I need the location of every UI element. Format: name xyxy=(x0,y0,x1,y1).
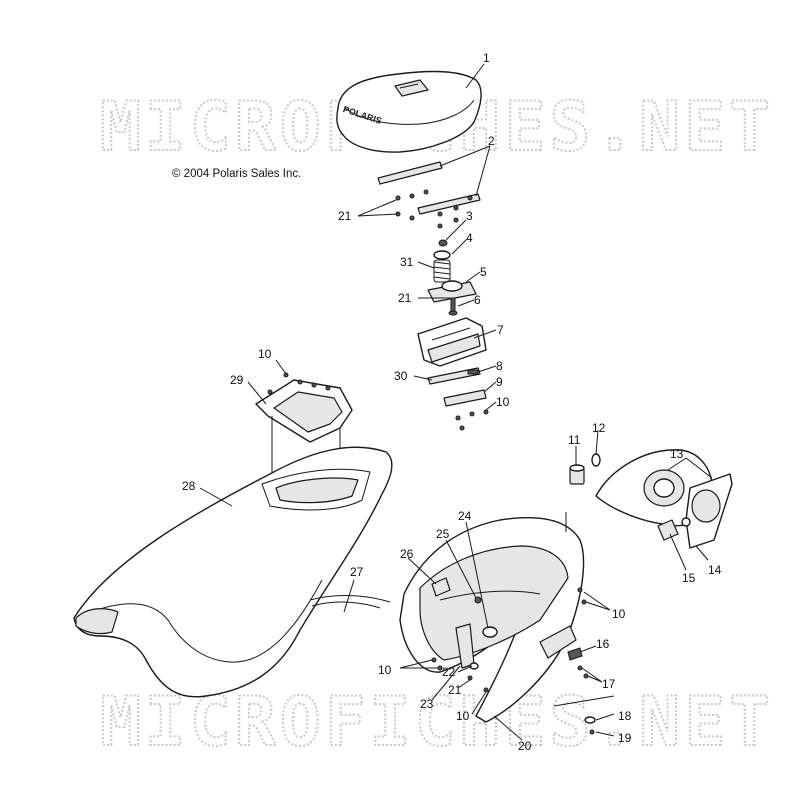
callout-15: 15 xyxy=(682,571,696,585)
callout-26: 26 xyxy=(400,547,414,561)
leader-lines xyxy=(199,63,713,741)
callout-10-e: 10 xyxy=(456,709,470,723)
part-2-brackets xyxy=(377,161,481,215)
callout-17: 17 xyxy=(602,677,616,691)
callout-29: 29 xyxy=(230,373,244,387)
part-17-screws xyxy=(577,665,589,679)
callout-10-a: 10 xyxy=(496,395,510,409)
part-4-washer xyxy=(433,250,451,260)
callout-13: 13 xyxy=(670,447,684,461)
callout-12: 12 xyxy=(592,421,606,435)
callout-1: 1 xyxy=(483,51,490,65)
callout-19: 19 xyxy=(618,731,632,745)
callout-21-b: 21 xyxy=(398,291,412,305)
part-31-spring xyxy=(433,259,451,283)
part-10-screws-frame xyxy=(267,372,331,395)
part-10-screws-fender xyxy=(431,587,587,693)
part-22-washer xyxy=(469,662,479,670)
part-30-rod xyxy=(427,367,481,385)
part-26-bracket xyxy=(431,577,451,597)
part-16-clip xyxy=(567,647,583,661)
callout-6: 6 xyxy=(474,293,481,307)
part-7-latch-plate xyxy=(417,317,487,367)
callout-10-d: 10 xyxy=(378,663,392,677)
callout-5: 5 xyxy=(480,265,487,279)
part-11-socket xyxy=(569,464,585,485)
callout-24: 24 xyxy=(458,509,472,523)
assembly-line-fender xyxy=(553,512,615,707)
part-8-pin xyxy=(467,369,479,375)
part-24-grommet xyxy=(482,626,498,638)
part-15-nut xyxy=(681,517,691,527)
part-21-screw-lower xyxy=(467,675,473,681)
callout-9: 9 xyxy=(496,375,503,389)
part-27-cable xyxy=(309,595,391,609)
callout-30: 30 xyxy=(394,369,408,383)
callout-18: 18 xyxy=(618,709,632,723)
part-29-trim-frame xyxy=(255,379,353,443)
callout-20: 20 xyxy=(518,739,532,753)
callout-22: 22 xyxy=(442,665,456,679)
callout-8: 8 xyxy=(496,359,503,373)
callout-7: 7 xyxy=(497,323,504,337)
callout-10-c: 10 xyxy=(612,607,626,621)
part-18-washer xyxy=(584,716,596,724)
part-13-taillight xyxy=(595,449,713,527)
part-9-plate xyxy=(443,389,487,407)
callout-27: 27 xyxy=(350,565,364,579)
callout-3: 3 xyxy=(466,209,473,223)
callout-23: 23 xyxy=(420,697,434,711)
part-6-bolt xyxy=(448,297,458,316)
callout-14: 14 xyxy=(708,563,722,577)
callout-21-a: 21 xyxy=(338,209,352,223)
callout-16: 16 xyxy=(596,637,610,651)
copyright-text: © 2004 Polaris Sales Inc. xyxy=(172,168,301,180)
part-28-seat xyxy=(73,446,393,698)
part-25-nut xyxy=(474,596,482,604)
callout-21-c: 21 xyxy=(448,683,462,697)
callout-25: 25 xyxy=(436,527,450,541)
callout-labels: 1 2 21 3 4 31 5 21 6 7 30 8 9 10 10 29 2… xyxy=(182,51,722,753)
callout-4: 4 xyxy=(466,231,473,245)
part-10-screws-plate xyxy=(455,409,489,431)
part-3-nut xyxy=(438,239,448,247)
part-1-seat-pad: POLARIS xyxy=(336,70,482,153)
callout-2: 2 xyxy=(488,134,495,148)
callout-11: 11 xyxy=(568,433,581,447)
callout-31: 31 xyxy=(400,255,414,269)
part-15-knob xyxy=(657,519,679,541)
callout-28: 28 xyxy=(182,479,196,493)
part-21-screws-upper xyxy=(395,189,473,229)
part-19-screw xyxy=(589,729,595,735)
callout-10-b: 10 xyxy=(258,347,272,361)
part-12-bulb xyxy=(591,453,601,467)
